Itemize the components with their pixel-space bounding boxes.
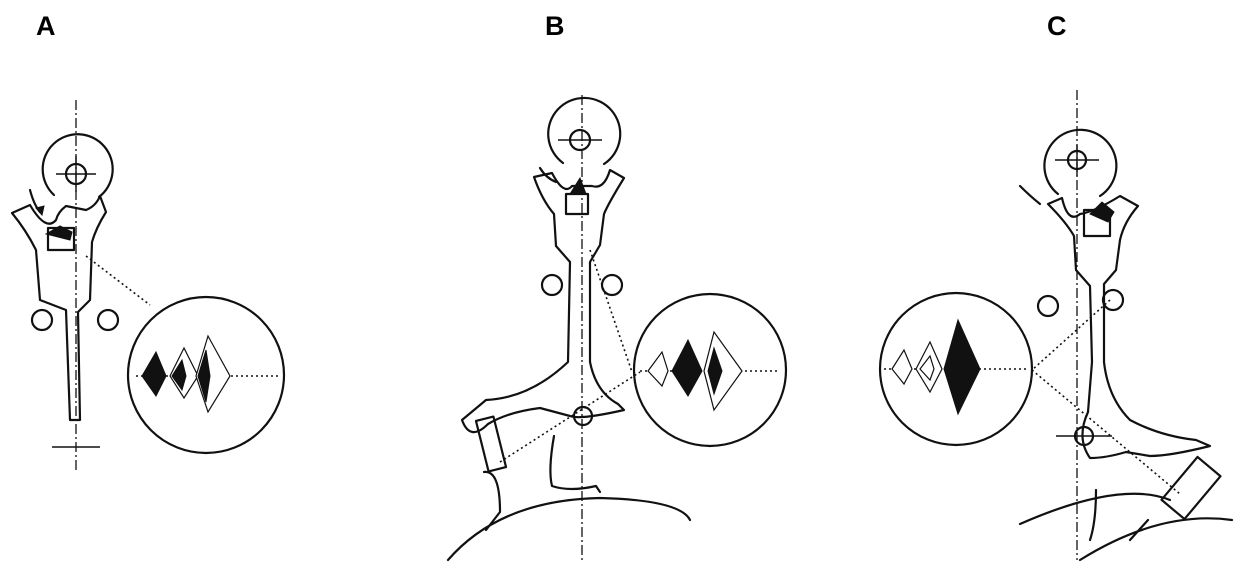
- rotation-arrow: [538, 166, 558, 184]
- detail-leader: [589, 249, 633, 373]
- impulse-pin: [572, 405, 594, 427]
- pallet-fork: [460, 168, 626, 434]
- pallet-fork: [1046, 194, 1212, 460]
- roller-table: [41, 133, 114, 199]
- detail-leader: [1031, 299, 1111, 371]
- detail-magnifier: [878, 291, 1034, 447]
- detail-leader: [1031, 369, 1181, 495]
- banking-pin: [1036, 294, 1060, 318]
- banking-pin: [540, 273, 564, 297]
- pallet-fork: [10, 194, 108, 422]
- panel-c: C: [878, 11, 1234, 562]
- banking-pin: [30, 308, 54, 332]
- escape-wheel: [446, 415, 692, 562]
- panel-label-a: A: [36, 11, 56, 41]
- panel-a: A: [10, 11, 286, 470]
- banking-pin: [600, 273, 624, 297]
- detail-magnifier: [126, 295, 286, 455]
- panel-b: B: [446, 11, 788, 562]
- panel-label-c: C: [1047, 11, 1067, 41]
- panel-label-b: B: [545, 11, 565, 41]
- banking-pin: [1101, 288, 1125, 312]
- banking-pin: [96, 308, 120, 332]
- escape-wheel: [1018, 455, 1234, 562]
- detail-leader: [85, 255, 151, 306]
- roller-table: [1043, 128, 1118, 198]
- detail-magnifier: [632, 292, 788, 448]
- roller-table: [547, 96, 622, 166]
- rotation-arrow: [1018, 184, 1042, 206]
